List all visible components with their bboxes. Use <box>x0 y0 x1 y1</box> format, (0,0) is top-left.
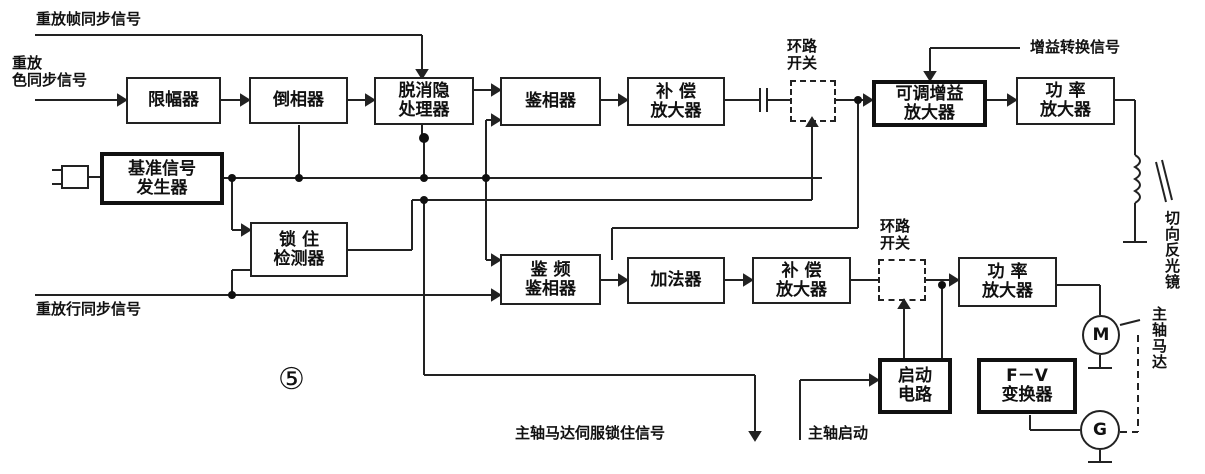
tacho-generator-icon: G <box>1080 410 1120 450</box>
phase-detector-block: 鉴相器 <box>500 77 601 126</box>
power-amp-2-block: 功 率 放大器 <box>958 257 1057 307</box>
spindle-motor-icon: M <box>1082 315 1120 355</box>
replay-frame-sync-label: 重放帧同步信号 <box>36 10 142 28</box>
junction-dot <box>228 291 236 299</box>
loop-switch-1 <box>790 80 836 122</box>
spindle-start-label: 主轴启动 <box>808 424 869 442</box>
reference-generator-block: 基准信号 发生器 <box>100 152 224 205</box>
replay-line-sync-label: 重放行同步信号 <box>36 300 142 318</box>
freq-phase-detector-block: 鉴 频 鉴相器 <box>500 254 601 305</box>
loop-switch-1-label: 环路 开关 <box>787 37 818 72</box>
junction-dot <box>419 133 429 143</box>
adder-block: 加法器 <box>627 257 725 304</box>
spindle-drive-block: 启动 电路 <box>878 358 952 414</box>
junction-dot <box>420 196 428 204</box>
variable-gain-amp-block: 可调增益 放大器 <box>872 80 987 127</box>
compensation-amp-1-block: 补 偿 放大器 <box>627 77 725 126</box>
junction-dot <box>854 96 862 104</box>
compensation-amp-2-block: 补 偿 放大器 <box>752 257 851 304</box>
junction-dot <box>420 174 428 182</box>
spindle-motor-label: 主轴马达 <box>1150 306 1168 370</box>
dropout-processor-block: 脱消隐 处理器 <box>374 77 474 125</box>
gain-switch-label: 增益转换信号 <box>1030 38 1121 56</box>
pickup-head-icon <box>52 165 100 189</box>
junction-dot <box>228 174 236 182</box>
tangent-mirror-label: 切向反光镜 <box>1163 210 1181 290</box>
junction-dot <box>295 174 303 182</box>
junction-dot <box>938 281 946 289</box>
loop-switch-2-label: 环路 开关 <box>880 217 911 252</box>
figure-number: ⑤ <box>278 362 305 397</box>
replay-color-sync-label: 重放 色同步信号 <box>12 54 88 89</box>
loop-switch-2 <box>878 259 926 301</box>
limiter-block: 限幅器 <box>126 77 221 124</box>
power-amp-1-block: 功 率 放大器 <box>1016 77 1115 125</box>
lock-detector-block: 锁 住 检测器 <box>250 222 348 277</box>
junction-dot <box>482 174 490 182</box>
spindle-servo-lock-label: 主轴马达伺服锁住信号 <box>515 424 666 442</box>
fv-converter-block: F－V 变换器 <box>977 358 1077 414</box>
inverter-block: 倒相器 <box>249 77 348 124</box>
